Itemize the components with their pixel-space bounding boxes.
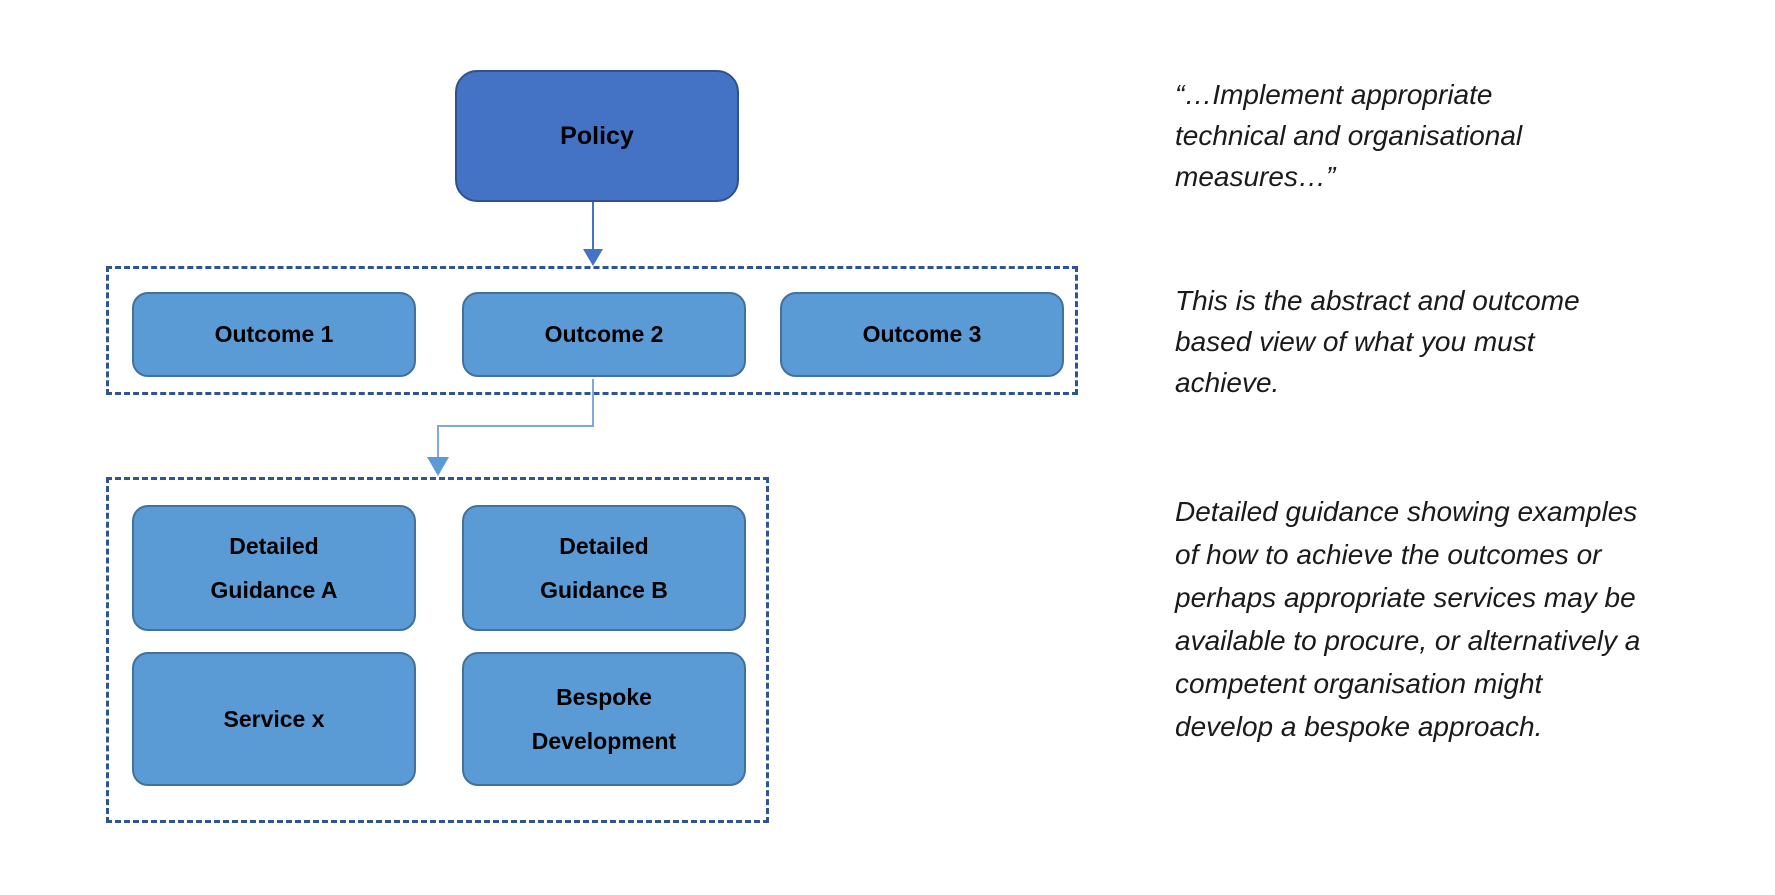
elbow-connector-segment-down-2 (437, 425, 439, 460)
elbow-connector-segment-left (437, 425, 594, 427)
bespoke-development-node: Bespoke Development (462, 652, 746, 786)
outcome-2-node: Outcome 2 (462, 292, 746, 377)
outcome-1-node: Outcome 1 (132, 292, 416, 377)
guidance-annotation: Detailed guidance showing examples of ho… (1175, 496, 1641, 742)
elbow-connector-arrowhead-icon (427, 457, 449, 476)
detailed-guidance-b-label: Detailed Guidance B (540, 533, 668, 603)
elbow-connector-segment-down (592, 379, 594, 427)
outcome-2-label: Outcome 2 (544, 321, 664, 347)
policy-node: Policy (455, 70, 739, 202)
policy-connector-line (592, 202, 594, 249)
service-x-label: Service x (223, 706, 325, 732)
detailed-guidance-a-node: Detailed Guidance A (132, 505, 416, 631)
policy-connector-arrowhead-icon (583, 249, 603, 266)
outcomes-annotation: This is the abstract and outcome based v… (1175, 285, 1580, 398)
detailed-guidance-b-node: Detailed Guidance B (462, 505, 746, 631)
bespoke-development-label: Bespoke Development (531, 684, 677, 754)
outcome-1-label: Outcome 1 (214, 321, 334, 347)
quote-annotation: “…Implement appropriate technical and or… (1175, 79, 1523, 192)
outcome-3-label: Outcome 3 (862, 321, 982, 347)
service-x-node: Service x (132, 652, 416, 786)
detailed-guidance-a-label: Detailed Guidance A (210, 533, 338, 603)
policy-label: Policy (560, 121, 634, 150)
guidance-group-container (106, 477, 769, 823)
outcome-3-node: Outcome 3 (780, 292, 1064, 377)
